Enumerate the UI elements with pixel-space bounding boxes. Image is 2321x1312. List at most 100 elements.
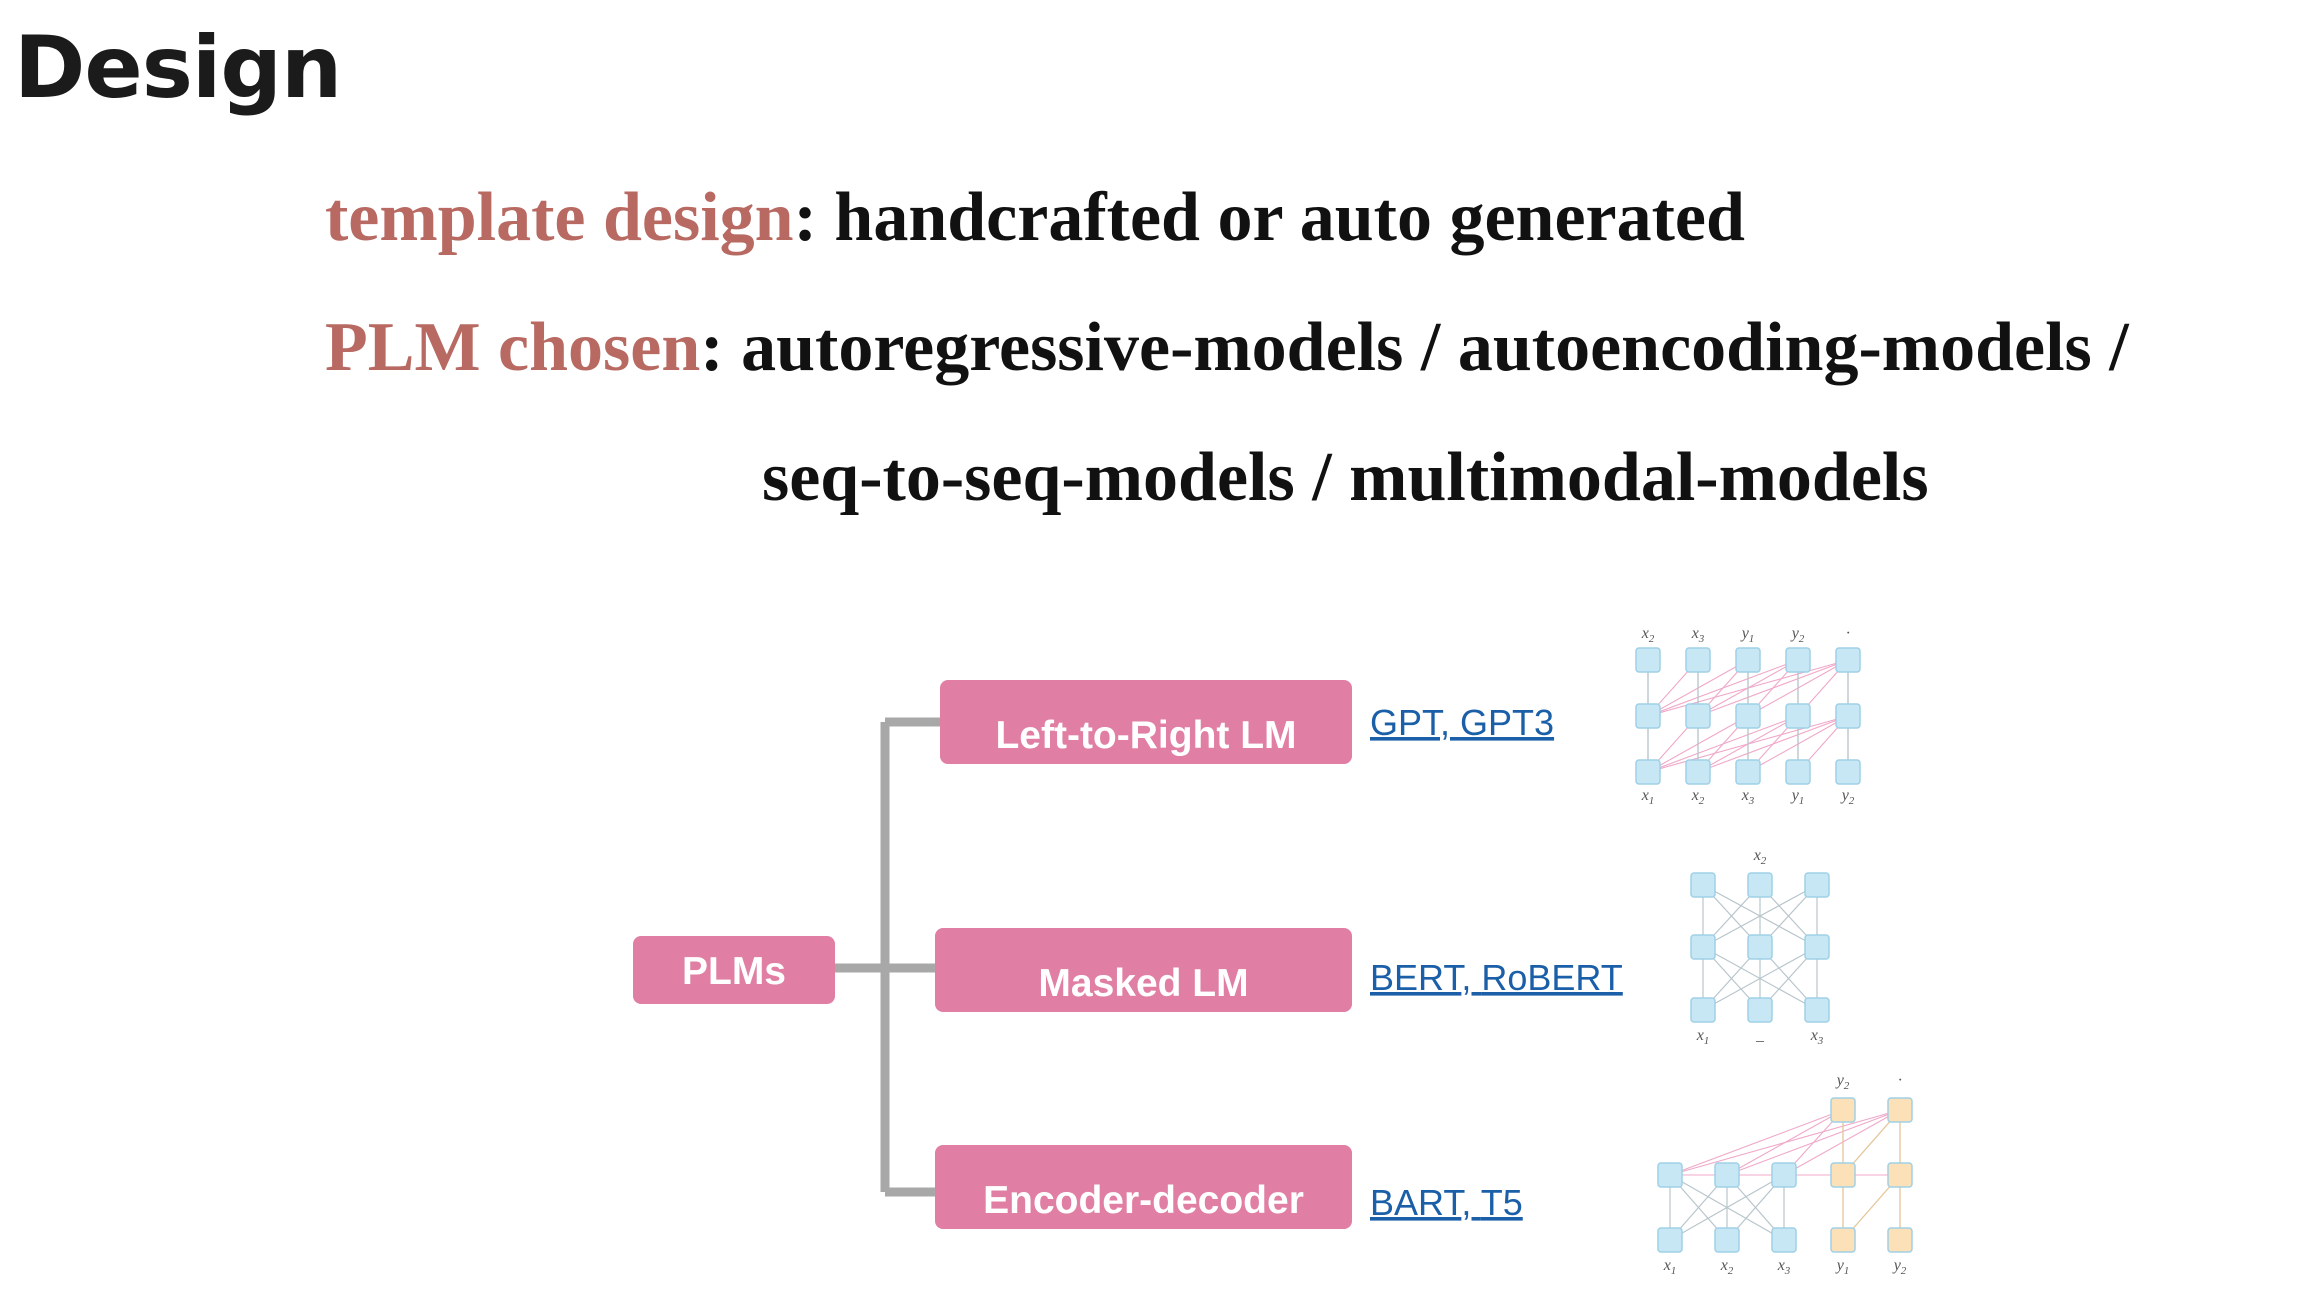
box-shape (940, 680, 1352, 764)
model-link-group: GPT, GPT3 (1370, 702, 1554, 743)
symbol-label: _ (1755, 1027, 1765, 1044)
tree-boxes: PLMs Left-to-Right LM Masked LM Encoder-dec… (633, 680, 1352, 1229)
model-link-group: BART, T5 (1370, 1182, 1523, 1223)
left-to-right-lm-box: Left-to-Right LM (940, 680, 1352, 764)
model-link-gpt3[interactable]: GPT3 (1460, 702, 1554, 743)
model-link-bert[interactable]: BERT (1370, 957, 1465, 998)
schematic-node (1835, 703, 1861, 729)
schematic-node (1685, 703, 1711, 729)
box-shape (935, 1145, 1352, 1229)
schematic-node (1785, 703, 1811, 729)
symbol-label: x3 (1810, 1027, 1824, 1047)
schematic-node (1771, 1162, 1797, 1188)
symbol-label: x1 (1641, 787, 1655, 807)
masked-lm-schematic: x2 x1 _ x3 (1690, 847, 1830, 1047)
box-label: Left-to-Right LM (995, 714, 1296, 757)
schematic-node (1735, 703, 1761, 729)
link-separator: , (1461, 1182, 1480, 1223)
box-label: Masked LM (1038, 962, 1248, 1005)
schematic-node (1835, 647, 1861, 673)
plms-root-box: PLMs (633, 936, 835, 1004)
symbol-label: y2 (1790, 625, 1805, 645)
bullet-plm-continuation: seq-to-seq-models / multimodal-models (762, 439, 1929, 516)
symbol-label: x2 (1720, 1257, 1734, 1277)
symbol-label: x2 (1753, 847, 1767, 867)
masked-lm-box: Masked LM (935, 928, 1352, 1012)
schematic-node (1830, 1097, 1856, 1123)
schematic-node (1685, 647, 1711, 673)
symbol-label: y2 (1892, 1257, 1907, 1277)
schematic-node (1785, 759, 1811, 785)
schematic-node (1804, 997, 1830, 1023)
symbol-label: x1 (1663, 1257, 1677, 1277)
symbol-label: x3 (1777, 1257, 1791, 1277)
symbol-label: y1 (1740, 625, 1755, 645)
schematic-node (1714, 1162, 1740, 1188)
bullet-template-design: template design: handcrafted or auto gen… (325, 178, 1745, 258)
symbol-label: · (1898, 1072, 1902, 1089)
schematic-node (1747, 997, 1773, 1023)
symbol-label: x3 (1691, 625, 1705, 645)
encoder-decoder-schematic: y2 · x1 x2 x3 y1 y2 (1657, 1072, 1913, 1277)
schematic-edge (1669, 1174, 1785, 1241)
box-label: PLMs (682, 950, 786, 993)
schematic-node (1804, 934, 1830, 960)
box-label: Encoder-decoder (983, 1179, 1304, 1222)
symbol-label: · (1846, 625, 1850, 642)
symbol-label: x1 (1696, 1027, 1710, 1047)
schematic-node (1804, 872, 1830, 898)
symbol-label: x2 (1641, 625, 1655, 645)
schematic-node (1657, 1227, 1683, 1253)
link-separator: , (1440, 702, 1460, 743)
box-shape (935, 928, 1352, 1012)
schematic-node (1747, 872, 1773, 898)
link-separator: , (1461, 957, 1481, 998)
model-link-robert[interactable]: RoBERT (1481, 957, 1622, 998)
symbol-label: y2 (1840, 787, 1855, 807)
schematic-node (1830, 1162, 1856, 1188)
schematic-node (1887, 1097, 1913, 1123)
left-to-right-schematic: x2 x3 y1 y2 · x1 x2 x3 y1 y2 (1635, 625, 1861, 807)
encoder-decoder-box: Encoder-decoder (935, 1145, 1352, 1229)
schematic-node (1690, 872, 1716, 898)
schematic-node (1735, 759, 1761, 785)
schematic-node (1690, 997, 1716, 1023)
model-link-group: BERT, RoBERT (1370, 957, 1623, 998)
symbol-label: x2 (1691, 787, 1705, 807)
bullet-text: : autoregressive-models / autoencoding-m… (700, 309, 2129, 386)
schematic-node (1747, 934, 1773, 960)
slide-title: Design (14, 18, 342, 118)
schematic-node (1635, 759, 1661, 785)
schematic-edge (1726, 1109, 1844, 1176)
model-link-t5[interactable]: T5 (1481, 1182, 1523, 1223)
schematic-node (1830, 1227, 1856, 1253)
symbol-label: y1 (1835, 1257, 1850, 1277)
schematic-node (1635, 647, 1661, 673)
symbol-label: y1 (1790, 787, 1805, 807)
schematic-node (1635, 703, 1661, 729)
schematic-node (1735, 647, 1761, 673)
schematic-edge (1702, 884, 1818, 948)
tree-connectors (835, 717, 940, 1197)
symbol-label: x3 (1741, 787, 1755, 807)
schematic-node (1685, 759, 1711, 785)
model-link-bart[interactable]: BART (1370, 1182, 1465, 1223)
schematic-node (1887, 1162, 1913, 1188)
schematic-edge (1669, 1109, 1844, 1176)
schematic-node (1835, 759, 1861, 785)
schematic-node (1785, 647, 1811, 673)
symbol-label: y2 (1835, 1072, 1850, 1092)
schematic-node (1657, 1162, 1683, 1188)
bullet-plm-chosen: PLM chosen: autoregressive-models / auto… (325, 308, 2129, 388)
schematic-edge (1783, 1109, 1901, 1176)
box-shape (633, 936, 835, 1004)
bullet-term: PLM chosen (325, 309, 701, 386)
schematic-node (1714, 1227, 1740, 1253)
bullet-term: template design (325, 179, 794, 256)
schematic-edge (1702, 946, 1818, 1011)
bullet-text: : handcrafted or auto generated (793, 179, 1745, 256)
model-link-gpt[interactable]: GPT (1370, 702, 1444, 743)
schematic-node (1771, 1227, 1797, 1253)
